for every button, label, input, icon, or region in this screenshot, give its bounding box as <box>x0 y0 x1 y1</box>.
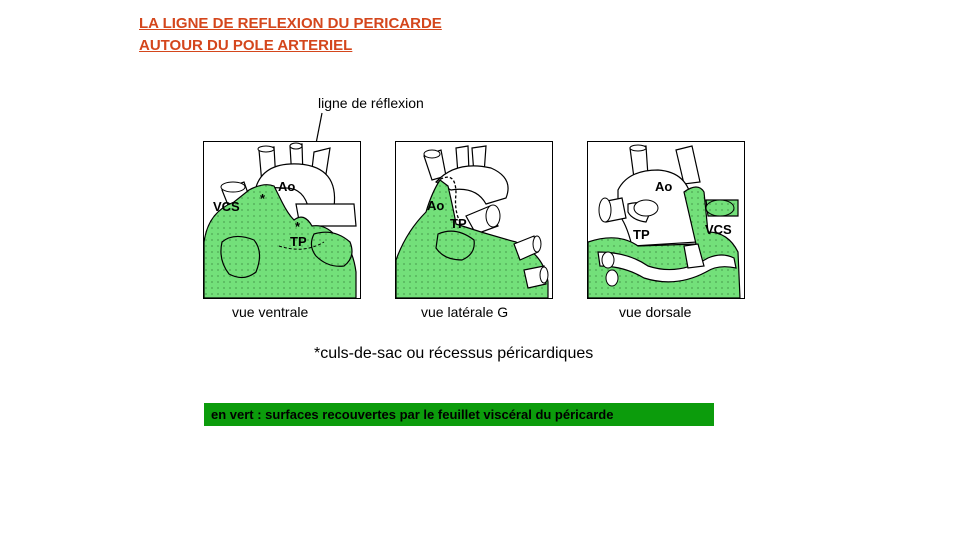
recess-star-2: * <box>295 219 301 234</box>
dorsal-view-drawing <box>588 144 741 298</box>
label-ao: Ao <box>278 179 296 194</box>
recess-star-1: * <box>260 191 266 206</box>
ventral-view-panel: VCS Ao TP * * <box>203 141 361 299</box>
label-ao: Ao <box>655 179 673 194</box>
dorsal-view-panel: Ao TP VCS <box>587 141 745 299</box>
left-lateral-view-panel: Ao TP <box>395 141 553 299</box>
footnote-recesses: *culs-de-sac ou récessus péricardiques <box>314 345 594 362</box>
label-ao: Ao <box>427 198 445 213</box>
left-lateral-view-drawing <box>396 145 549 298</box>
label-vcs: VCS <box>705 222 732 237</box>
label-vcs: VCS <box>213 199 240 214</box>
caption-ventral-view: vue ventrale <box>232 304 309 320</box>
title-line-1: LA LIGNE DE REFLEXION DU PERICARDE <box>139 15 442 32</box>
label-tp: TP <box>633 227 650 242</box>
title-line-2: AUTOUR DU POLE ARTERIEL <box>139 37 353 54</box>
ventral-view-drawing <box>204 142 357 298</box>
caption-left-lateral-view: vue latérale G <box>421 304 509 320</box>
green-legend: en vert : surfaces recouvertes par le fe… <box>204 403 714 426</box>
label-tp: TP <box>450 216 467 231</box>
label-tp: TP <box>290 234 307 249</box>
reflection-line-callout: ligne de réflexion <box>318 95 424 111</box>
caption-dorsal-view: vue dorsale <box>619 304 692 320</box>
